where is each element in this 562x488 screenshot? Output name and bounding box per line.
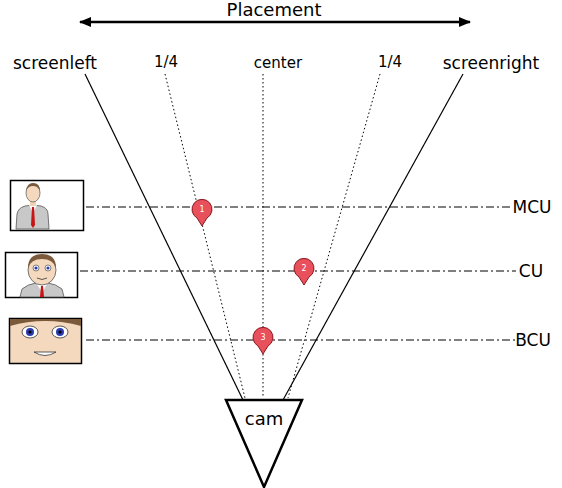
edge-label: screenleft	[13, 55, 97, 72]
shot-label: BCU	[515, 332, 551, 349]
center-label: center	[254, 56, 302, 71]
camera-label: cam	[224, 410, 304, 428]
callout-number: 1	[190, 206, 214, 214]
axis-title: Placement	[227, 1, 322, 19]
marker-pin: 2	[292, 258, 316, 286]
frame-edge	[85, 74, 243, 400]
shot-label: MCU	[513, 199, 552, 216]
quarter-line	[288, 74, 380, 398]
shot-line	[86, 340, 516, 341]
cu-thumbnail	[6, 253, 78, 298]
edge-label: screenright	[443, 55, 539, 72]
frame-edge	[283, 74, 463, 400]
callout-number: 2	[292, 265, 316, 273]
shot-label: CU	[519, 263, 543, 280]
quarter-line	[165, 74, 245, 398]
quarter-label: 1/4	[378, 55, 402, 70]
camera-node: cam	[224, 398, 304, 488]
quarter-label: 1/4	[154, 55, 178, 70]
placement-arrow	[80, 21, 470, 24]
callout-number: 3	[251, 334, 275, 342]
marker-pin: 1	[190, 199, 214, 227]
mcu-thumbnail	[11, 181, 84, 231]
marker-pin: 3	[251, 327, 275, 355]
bcu-thumbnail	[10, 319, 82, 364]
shot-line	[86, 207, 512, 208]
